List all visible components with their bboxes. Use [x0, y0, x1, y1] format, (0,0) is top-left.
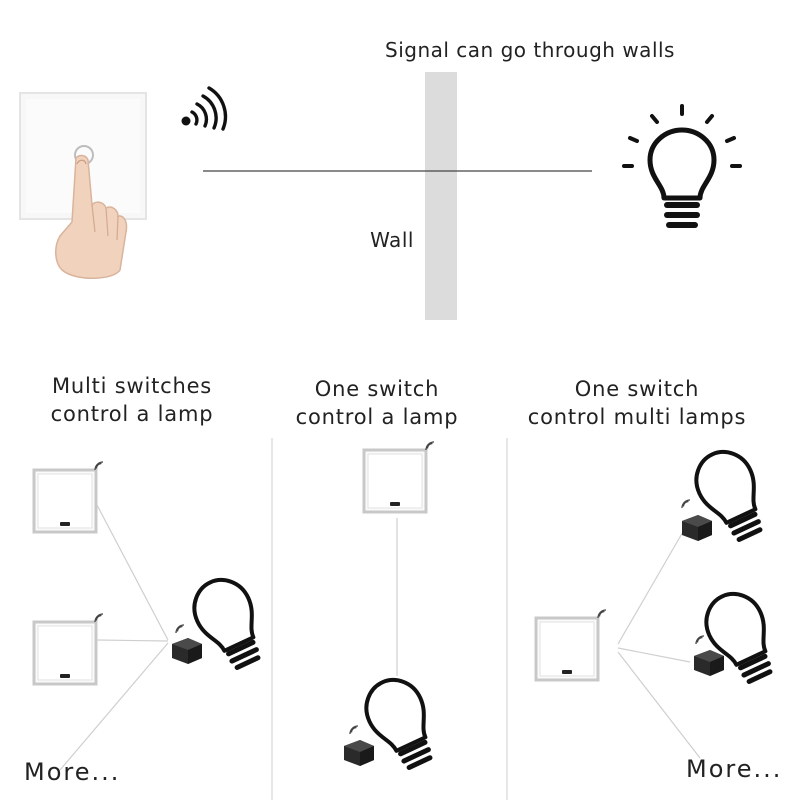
- bulb-icon: [182, 568, 276, 679]
- panel-multi-switches: [32, 461, 276, 771]
- panel-1-caption: Multi switches control a lamp: [22, 372, 242, 428]
- wifi-signal-icon: [175, 624, 185, 634]
- receiver-module-icon: [682, 515, 712, 541]
- wall-label: Wall: [370, 228, 414, 252]
- more-label: More...: [686, 755, 783, 783]
- receiver-module-icon: [172, 638, 202, 664]
- more-label: More...: [24, 758, 121, 786]
- finger-hand-icon: [55, 154, 128, 279]
- panel-one-switch-multi-lamps: [534, 440, 788, 759]
- panel-2-caption: One switch control a lamp: [272, 375, 482, 431]
- wifi-signal-icon: [181, 86, 228, 131]
- panel-1-caption-line2: control a lamp: [50, 402, 214, 426]
- receiver-module-icon: [694, 650, 724, 676]
- lit-bulb-icon: [622, 104, 742, 228]
- wifi-signal-icon: [681, 499, 691, 509]
- panel-3-caption-line2: control multi lamps: [527, 405, 747, 429]
- signal-through-walls-label: Signal can go through walls: [385, 38, 675, 62]
- panel-3-caption: One switch control multi lamps: [512, 375, 762, 431]
- wall-switch-icon: [362, 448, 428, 514]
- wifi-signal-icon: [349, 725, 359, 735]
- wall-switch-icon: [32, 468, 98, 534]
- wall-switch-icon: [534, 616, 600, 682]
- panel-2-caption-line1: One switch: [314, 377, 440, 401]
- receiver-module-icon: [344, 740, 374, 766]
- wall: [425, 72, 457, 320]
- wall-switch-icon: [32, 620, 98, 686]
- panel-1-caption-line1: Multi switches: [51, 374, 213, 398]
- panel-3-caption-line1: One switch: [574, 377, 700, 401]
- panel-one-switch-one-lamp: [344, 441, 448, 779]
- panel-2-caption-line2: control a lamp: [295, 405, 459, 429]
- wifi-signal-icon: [695, 635, 705, 645]
